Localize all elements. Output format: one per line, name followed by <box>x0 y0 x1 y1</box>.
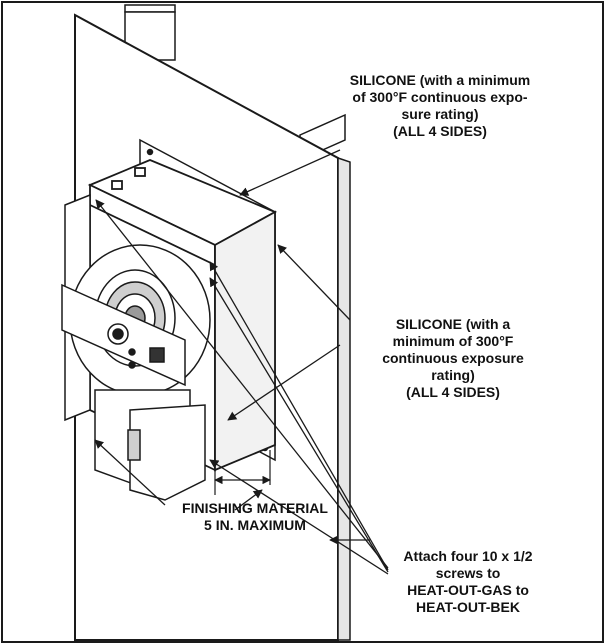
leader-screw-3 <box>209 277 389 573</box>
callout-line: minimum of 300°F <box>392 333 514 349</box>
callout-line: sure rating) <box>401 106 479 122</box>
callout-line: (ALL 4 SIDES) <box>406 384 500 400</box>
callout-line: (ALL 4 SIDES) <box>393 123 487 139</box>
leader-silicone-top <box>239 149 341 196</box>
callout-silicone-side: SILICONE (with a minimum of 300°F contin… <box>328 316 578 401</box>
control-bracket <box>61 283 186 387</box>
leader-silicone-side-lower <box>227 344 341 421</box>
finishing-dimension <box>214 450 271 495</box>
callout-line: screws to <box>435 565 501 581</box>
callout-silicone-top: SILICONE (with a minimum of 300°F contin… <box>300 72 580 140</box>
callout-line: HEAT-OUT-GAS to <box>407 582 529 598</box>
leader-screw-1 <box>95 199 389 569</box>
callout-line: Attach four 10 x 1/2 <box>403 548 533 564</box>
leader-screw-4 <box>209 459 389 575</box>
leader-finishing-right <box>234 489 263 511</box>
callout-line: continuous exposure <box>382 350 524 366</box>
duct-collar <box>94 389 206 501</box>
callout-line: HEAT-OUT-BEK <box>416 599 520 615</box>
leader-lines <box>94 149 389 575</box>
leader-screw-2 <box>209 261 389 571</box>
leader-silicone-side-upper <box>277 244 351 321</box>
callout-line: of 300°F continuous expo- <box>352 89 528 105</box>
callout-line: FINISHING MATERIAL <box>182 500 328 516</box>
callout-line: SILICONE (with a <box>395 316 511 332</box>
callout-line: SILICONE (with a minimum <box>349 72 531 88</box>
callout-line: 5 IN. MAXIMUM <box>204 517 306 533</box>
callout-finishing-material: FINISHING MATERIAL 5 IN. MAXIMUM <box>150 500 360 534</box>
callout-screws: Attach four 10 x 1/2 screws to HEAT-OUT-… <box>368 548 568 616</box>
callout-line: rating) <box>431 367 475 383</box>
leader-finishing-left <box>94 439 166 506</box>
